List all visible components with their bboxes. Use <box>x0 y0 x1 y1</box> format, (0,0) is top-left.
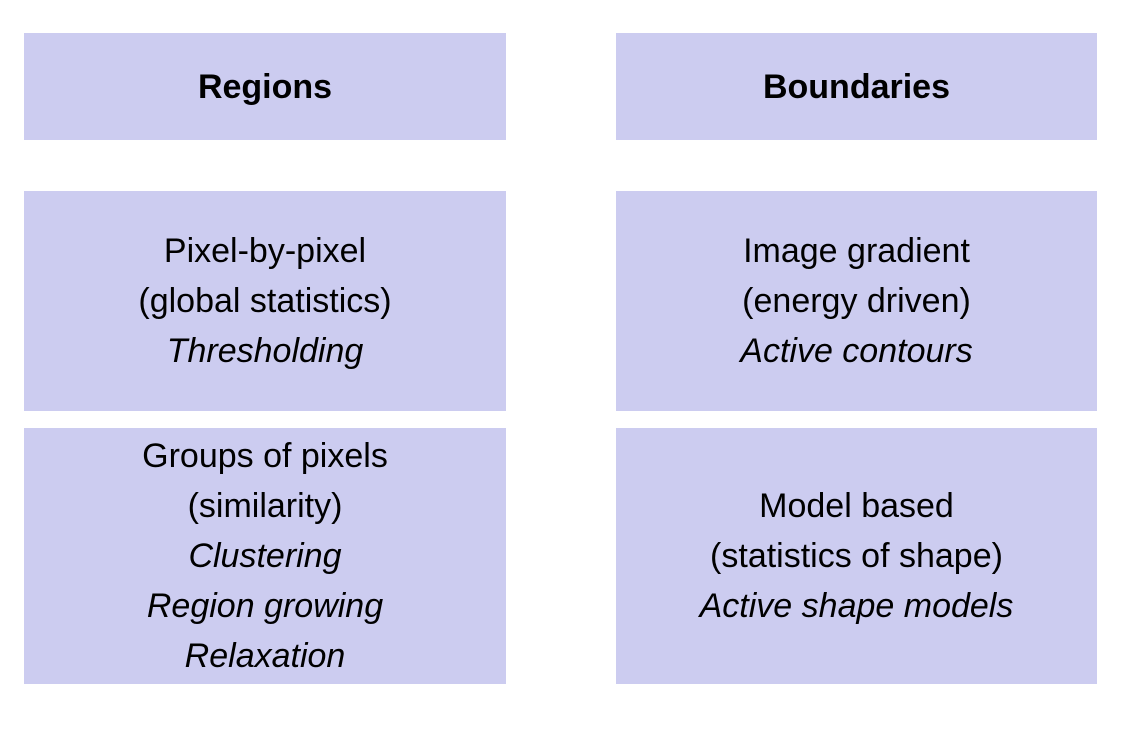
model-based-subtitle: (statistics of shape) <box>710 537 1003 575</box>
groups-of-pixels-subtitle: (similarity) <box>187 487 343 525</box>
regions-header-box: Regions <box>24 33 506 140</box>
active-shape-models-method: Active shape models <box>699 587 1014 625</box>
clustering-method: Clustering <box>188 537 342 575</box>
image-gradient-subtitle: (energy driven) <box>742 282 971 320</box>
pixel-by-pixel-subtitle: (global statistics) <box>138 282 392 320</box>
model-based-title: Model based <box>759 487 954 525</box>
thresholding-method: Thresholding <box>166 332 364 370</box>
relaxation-method: Relaxation <box>184 637 346 675</box>
regions-header: Regions <box>197 67 333 106</box>
pixel-by-pixel-title: Pixel-by-pixel <box>163 232 367 270</box>
pixel-by-pixel-box: Pixel-by-pixel (global statistics) Thres… <box>24 191 506 411</box>
image-gradient-box: Image gradient (energy driven) Active co… <box>616 191 1097 411</box>
region-growing-method: Region growing <box>146 587 384 625</box>
model-based-box: Model based (statistics of shape) Active… <box>616 428 1097 684</box>
groups-of-pixels-title: Groups of pixels <box>142 437 388 475</box>
boundaries-header-box: Boundaries <box>616 33 1097 140</box>
boundaries-header: Boundaries <box>762 67 951 106</box>
groups-of-pixels-box: Groups of pixels (similarity) Clustering… <box>24 428 506 684</box>
image-gradient-title: Image gradient <box>743 232 970 270</box>
active-contours-method: Active contours <box>740 332 973 370</box>
